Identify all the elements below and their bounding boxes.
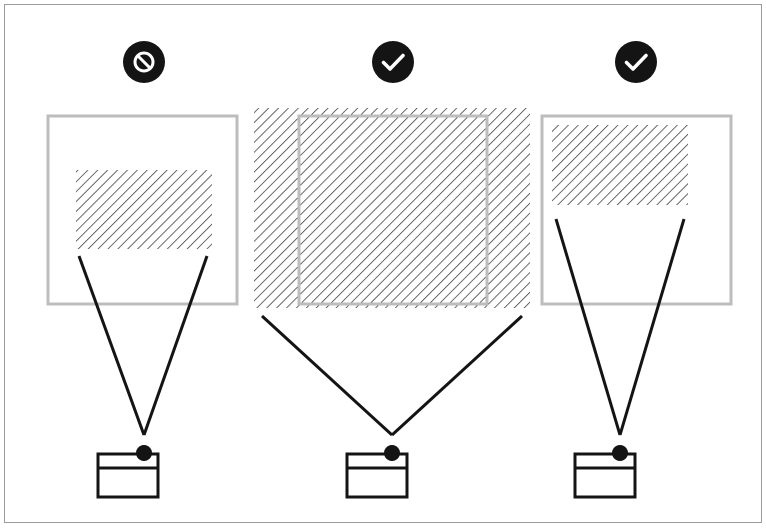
projected-image: [76, 170, 212, 249]
panel-top-aligned: [540, 41, 733, 499]
projector-icon: [96, 445, 160, 499]
prohibited-icon: [123, 41, 165, 83]
panel-too-small: [46, 41, 239, 499]
projector-icon: [345, 445, 409, 499]
projection-beam-right: [390, 314, 524, 437]
projection-beam-right: [142, 255, 209, 436]
checkmark-icon: [372, 41, 414, 83]
projected-image: [552, 125, 688, 205]
checkmark-icon: [615, 41, 657, 83]
projection-beam-right: [618, 218, 686, 436]
projected-image: [254, 108, 530, 308]
screen-frame: [46, 114, 239, 306]
projection-beam-left: [260, 314, 394, 437]
screen-frame: [540, 114, 733, 306]
projector-icon: [573, 445, 637, 499]
panel-overfill: [254, 41, 530, 499]
projection-beam-left: [554, 218, 622, 436]
screen-frame: [297, 114, 489, 306]
projection-beam-left: [77, 255, 146, 436]
